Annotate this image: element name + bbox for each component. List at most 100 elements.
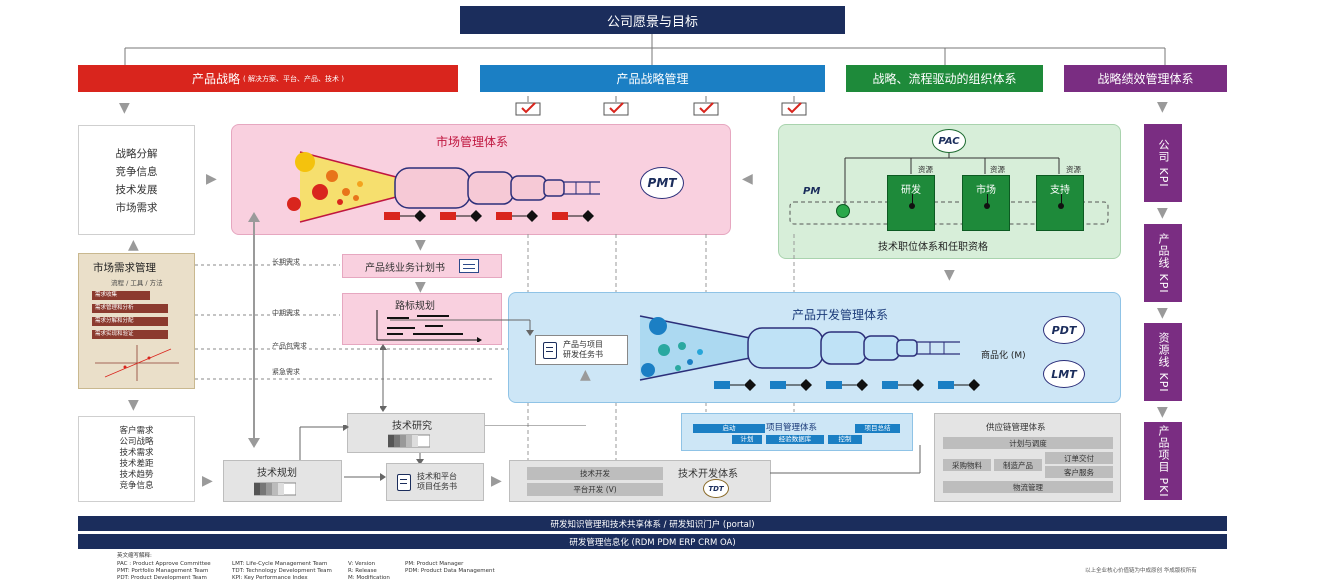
- informatization-bar: 研发管理信息化 (RDM PDM ERP CRM OA): [78, 534, 1227, 549]
- tech-research-label: 技术研究: [392, 421, 432, 432]
- legend-item: KPI: Key Performance Index: [232, 575, 308, 581]
- demand-dashed-lines: [195, 264, 533, 380]
- lmt-label: LMT: [1051, 367, 1077, 381]
- pdt-label: PDT: [1051, 323, 1077, 337]
- org-unit-market: 市场: [962, 175, 1010, 231]
- copyright-note: 以上全业核心价值链为中成原创 华成版权所有: [1085, 568, 1197, 574]
- tech-planning-label: 技术规划: [257, 468, 297, 479]
- performance-system-bar: 战略绩效管理体系: [1064, 65, 1227, 92]
- market-management-title: 市场管理体系: [436, 135, 509, 149]
- pac-badge-icon: PAC: [932, 129, 966, 153]
- legend-item: PAC : Product Approve Committee: [117, 561, 211, 567]
- product-line-plan-box: 产品线业务计划书: [342, 254, 502, 278]
- supply-plan-bar: 计划与调度: [943, 437, 1113, 449]
- legend-item: LMT: Life-Cycle Management Team: [232, 561, 328, 567]
- roadmap-to-taskbook-arrow: [380, 319, 534, 412]
- up-arrow-icon: ▲: [128, 237, 139, 253]
- informatization-label: 研发管理信息化 (RDM PDM ERP CRM OA): [569, 537, 736, 548]
- product-strategy-label: 产品战略: [192, 72, 241, 86]
- down-arrow-icon: ▼: [415, 237, 426, 253]
- product-dev-milestones: [714, 379, 980, 391]
- legend-item: PDM: Product Data Management: [405, 568, 495, 574]
- supply-chain-title: 供应链管理体系: [986, 423, 1046, 433]
- org-unit-label: 市场: [976, 185, 996, 196]
- project-plan-tag: 计划: [732, 435, 762, 444]
- roadmap-chart-icon: [376, 310, 482, 342]
- knowledge-management-label: 研发知识管理和技术共享体系 / 研发知识门户 (portal): [550, 519, 755, 530]
- project-summary-tag: 项目总结: [855, 424, 900, 433]
- left-arrow-icon: ◀: [742, 171, 753, 187]
- pac-label: PAC: [938, 135, 960, 147]
- legend-item: V: Version: [348, 561, 376, 567]
- checkbox-icon: [781, 96, 807, 116]
- down-arrow-icon: ▼: [119, 100, 130, 116]
- org-unit-label: 研发: [901, 185, 921, 196]
- legend-column: V: Version R: Release M: Modification: [348, 561, 390, 582]
- platform-dev-bar: 平台开发 (V): [527, 483, 663, 496]
- pmt-label: PMT: [647, 176, 677, 190]
- pin-icon: [1058, 203, 1064, 209]
- market-demand-subtitle: 流程 / 工具 / 方法: [111, 279, 163, 287]
- demand-step: 需求分解和分配: [92, 317, 168, 326]
- pm-label: PM: [803, 186, 821, 197]
- up-arrow-icon: ▲: [580, 367, 591, 383]
- org-unit-support: 支持: [1036, 175, 1084, 231]
- checkbox-icon: [603, 96, 629, 116]
- kpi-label: 产品线 KPI: [1157, 232, 1170, 294]
- strategy-input-item: 竞争信息: [115, 165, 158, 178]
- kpi-label: 公司 KPI: [1157, 138, 1170, 188]
- kpi-company: 公司 KPI: [1144, 124, 1182, 202]
- org-unit-label: 支持: [1050, 185, 1070, 196]
- lmt-badge-icon: LMT: [1043, 360, 1085, 388]
- right-arrow-icon: ▶: [202, 473, 213, 489]
- supply-order-bar: 订单交付: [1045, 452, 1113, 464]
- top-connectors: [124, 34, 1166, 65]
- supply-manufacture-bar: 制造产品: [994, 459, 1042, 471]
- legend-column: LMT: Life-Cycle Management Team TDT: Tec…: [232, 561, 332, 582]
- checkbox-icon: [693, 96, 719, 116]
- pin-icon: [909, 203, 915, 209]
- supply-logistics-bar: 物流管理: [943, 481, 1113, 493]
- supply-purchase-bar: 采购物料: [943, 459, 991, 471]
- right-arrow-icon: ▶: [206, 171, 217, 187]
- down-arrow-icon: ▼: [415, 279, 426, 295]
- right-arrow-icon: ▶: [491, 473, 502, 489]
- pin-icon: [984, 203, 990, 209]
- org-caption: 技术职位体系和任职资格: [878, 242, 988, 253]
- performance-system-label: 战略绩效管理体系: [1097, 72, 1194, 86]
- org-system-label: 战略、流程驱动的组织体系: [872, 72, 1017, 86]
- legend-column: PAC : Product Approve Committee PMT: Por…: [117, 561, 211, 582]
- legend-item: PDT: Product Development Team: [117, 575, 207, 581]
- down-arrow-icon: ▼: [1157, 205, 1168, 221]
- tech-input-item: 竞争信息: [119, 481, 154, 491]
- tech-dev-bar: 技术开发: [527, 467, 663, 480]
- pdt-badge-icon: PDT: [1043, 316, 1085, 344]
- kpi-label: 产品项目 PKI: [1157, 424, 1170, 498]
- pmt-badge-icon: PMT: [640, 167, 684, 199]
- tech-task-book-line: 技术和平台: [417, 472, 457, 481]
- task-book-line: 产品与项目: [563, 340, 603, 349]
- pm-node-icon: [836, 204, 850, 218]
- down-arrow-icon: ▼: [1157, 305, 1168, 321]
- tech-inputs-box: 客户需求 公司战略 技术需求 技术差距 技术趋势 竞争信息: [78, 416, 195, 502]
- knowledge-management-bar: 研发知识管理和技术共享体系 / 研发知识门户 (portal): [78, 516, 1227, 531]
- org-unit-rd: 研发: [887, 175, 935, 231]
- legend-item: PMT: Portfolio Management Team: [117, 568, 209, 574]
- legend-item: M: Modification: [348, 575, 390, 581]
- document-icon: [543, 341, 557, 359]
- down-arrow-icon: ▼: [1157, 404, 1168, 420]
- product-development-title: 产品开发管理体系: [792, 308, 889, 322]
- tdt-badge-icon: TDT: [703, 479, 729, 498]
- project-db-tag: 经验数据库: [766, 435, 824, 444]
- resource-label: 资源: [990, 165, 1005, 174]
- project-mgmt-title: 项目管理体系: [766, 423, 818, 433]
- product-line-plan-label: 产品线业务计划书: [365, 262, 445, 274]
- kpi-resource-line: 资源线 KPI: [1144, 323, 1182, 401]
- demand-step: 需求管理和分析: [92, 304, 168, 313]
- project-start-tag: 启动: [693, 424, 765, 433]
- checkbox-icon: [515, 96, 541, 116]
- strategy-input-item: 技术发展: [115, 183, 158, 196]
- market-demand-box: 市场需求管理 流程 / 工具 / 方法 需求收集 需求管理和分析 需求分解和分配…: [78, 253, 195, 389]
- supply-customer-bar: 客户服务: [1045, 466, 1113, 478]
- strategy-input-item: 战略分解: [115, 147, 158, 160]
